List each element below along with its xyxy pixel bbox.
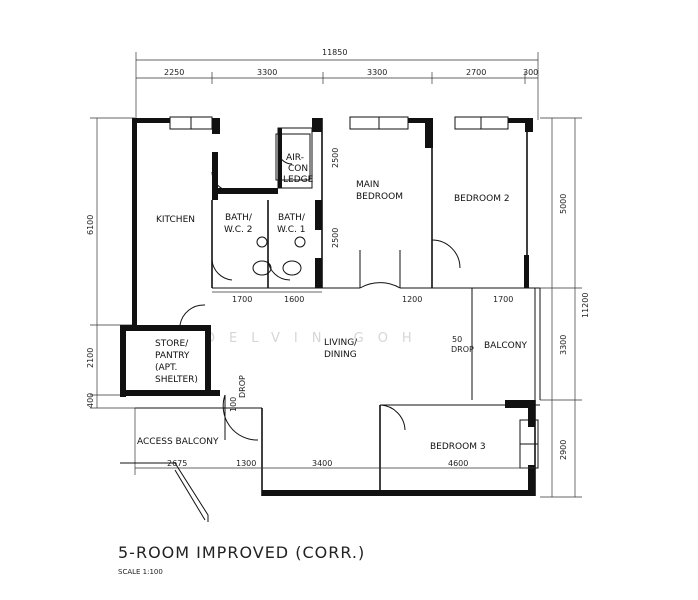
dim-left-store: 2100 bbox=[86, 348, 95, 368]
internal-dimensions: 1700 1600 1200 1700 2500 2500 bbox=[212, 148, 513, 304]
label-bath2-1: BATH/ bbox=[225, 213, 253, 223]
bath-fixtures bbox=[252, 236, 306, 276]
label-balcony: BALCONY bbox=[484, 341, 527, 351]
dim-left-bottom: 400 bbox=[86, 393, 95, 408]
label-store-3: (APT. bbox=[155, 363, 177, 373]
watermark: DELVIN GOH bbox=[205, 331, 426, 346]
dim-bottom-living: 3400 bbox=[312, 459, 332, 468]
dim-main-bed-upper: 2500 bbox=[331, 148, 340, 168]
small-drop-label: DROP bbox=[238, 375, 247, 398]
dim-right-overall: 11200 bbox=[581, 293, 590, 318]
small-drop-value: 100 bbox=[229, 397, 238, 412]
room-labels: KITCHEN AIR- CON LEDGE MAIN BEDROOM BEDR… bbox=[137, 153, 527, 452]
dim-top-3: 3300 bbox=[367, 68, 387, 77]
step-drop-label: DROP bbox=[451, 345, 474, 354]
label-bedroom3: BEDROOM 3 bbox=[430, 442, 486, 452]
label-bath1-1: BATH/ bbox=[278, 213, 306, 223]
dim-bottom-entry: 1300 bbox=[236, 459, 256, 468]
dim-top-1: 2250 bbox=[164, 68, 184, 77]
dim-top-4: 2700 bbox=[466, 68, 486, 77]
label-store-2: PANTRY bbox=[155, 351, 190, 361]
label-aircon-1: AIR- bbox=[286, 153, 304, 163]
dim-main-bed-lower: 2500 bbox=[331, 228, 340, 248]
label-aircon-2: CON bbox=[288, 164, 308, 174]
dim-balcony-width: 1700 bbox=[493, 295, 513, 304]
label-main-bedroom-2: BEDROOM bbox=[356, 192, 403, 202]
label-kitchen: KITCHEN bbox=[156, 215, 195, 225]
dim-top-2: 3300 bbox=[257, 68, 277, 77]
windows bbox=[169, 116, 539, 469]
dim-bath1: 1600 bbox=[284, 295, 304, 304]
walls bbox=[120, 118, 541, 496]
dim-door: 1200 bbox=[402, 295, 422, 304]
label-bedroom2: BEDROOM 2 bbox=[454, 194, 510, 204]
bottom-dimension-chain: 2675 1300 3400 4600 bbox=[120, 408, 535, 522]
label-store-4: SHELTER) bbox=[155, 375, 198, 385]
left-dimension-chain: 6100 2100 400 bbox=[86, 117, 135, 409]
label-aircon-3: LEDGE bbox=[283, 175, 314, 185]
top-dimension-chain: 11850 2250 3300 3300 2700 300 bbox=[135, 48, 539, 120]
label-bath2-2: W.C. 2 bbox=[224, 225, 252, 235]
plan-scale: SCALE 1:100 bbox=[118, 568, 163, 576]
label-bath1-2: W.C. 1 bbox=[277, 225, 305, 235]
dim-left-kitchen: 6100 bbox=[86, 215, 95, 235]
label-store-1: STORE/ bbox=[155, 339, 189, 349]
dim-bottom-access: 2675 bbox=[167, 459, 187, 468]
dim-top-5: 300 bbox=[523, 68, 538, 77]
dim-right-bedroom3: 2900 bbox=[559, 440, 568, 460]
dim-right-bedroom2: 5000 bbox=[559, 194, 568, 214]
dim-top-total: 11850 bbox=[322, 48, 347, 57]
dim-right-balcony: 3300 bbox=[559, 335, 568, 355]
dim-bath2: 1700 bbox=[232, 295, 252, 304]
label-living-1: LIVING/ bbox=[324, 338, 358, 348]
label-access-balcony: ACCESS BALCONY bbox=[137, 437, 219, 447]
label-main-bedroom-1: MAIN bbox=[356, 180, 379, 190]
plan-title: 5-ROOM IMPROVED (CORR.) bbox=[118, 543, 365, 562]
right-dimension-chain: 11200 5000 3300 2900 bbox=[540, 117, 590, 498]
label-living-2: DINING bbox=[324, 350, 357, 360]
step-drop-value: 50 bbox=[452, 335, 462, 344]
dim-bottom-bedroom3: 4600 bbox=[448, 459, 468, 468]
